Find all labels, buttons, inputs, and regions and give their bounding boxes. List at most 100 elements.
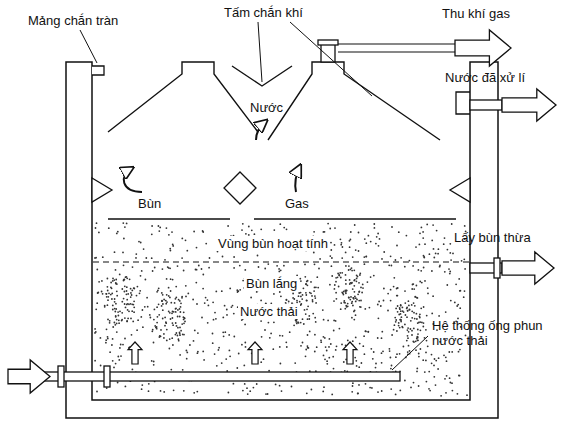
sludge-dot xyxy=(130,292,132,294)
sludge-dot xyxy=(448,351,450,353)
sludge-dot xyxy=(353,269,355,271)
sludge-dot xyxy=(358,282,360,284)
sludge-dot xyxy=(160,329,162,331)
sludge-dot xyxy=(207,299,209,301)
sludge-dot xyxy=(377,233,379,235)
sludge-dot xyxy=(162,309,164,311)
sludge-dot xyxy=(336,298,338,300)
sludge-dot xyxy=(368,235,370,237)
sludge-dot xyxy=(146,297,148,299)
sludge-dot xyxy=(156,306,158,308)
sludge-dot xyxy=(416,338,418,340)
sludge-dot xyxy=(418,269,420,271)
sludge-dot xyxy=(125,276,127,278)
sludge-dot xyxy=(313,290,315,292)
sludge-dot xyxy=(300,280,302,282)
sludge-dot xyxy=(307,280,309,282)
sludge-dot xyxy=(437,368,439,370)
sludge-dot xyxy=(185,239,187,241)
sludge-dot xyxy=(362,284,364,286)
sludge-dot xyxy=(218,347,220,349)
sludge-dot xyxy=(251,229,253,231)
sludge-dot xyxy=(95,308,97,310)
sludge-dot xyxy=(390,388,392,390)
sludge-dot xyxy=(370,276,372,278)
sludge-dot xyxy=(399,353,401,355)
sludge-dot xyxy=(156,322,158,324)
sludge-dot xyxy=(435,360,437,362)
sludge-dot xyxy=(402,310,404,312)
deflector-diamond xyxy=(224,172,256,204)
sludge-dot xyxy=(333,320,335,322)
sludge-dot xyxy=(419,244,421,246)
sludge-dot xyxy=(431,270,433,272)
sludge-dot xyxy=(111,298,113,300)
sludge-dot xyxy=(278,268,280,270)
sludge-dot xyxy=(244,383,246,385)
sludge-dot xyxy=(406,235,408,237)
sludge-dot xyxy=(444,237,446,239)
leader-line xyxy=(392,336,428,370)
sludge-dot xyxy=(348,297,350,299)
sludge-dot xyxy=(334,227,336,229)
reactor-parts xyxy=(8,22,556,418)
sludge-dot xyxy=(213,319,215,321)
sludge-dot xyxy=(179,334,181,336)
sludge-dot xyxy=(111,287,113,289)
sludge-dot xyxy=(351,317,353,319)
sludge-dot xyxy=(322,309,324,311)
sludge-dot xyxy=(123,280,125,282)
sludge-dot xyxy=(343,300,345,302)
sludge-dot xyxy=(97,292,99,294)
upflow-arrow xyxy=(128,342,142,364)
sludge-dot xyxy=(281,390,283,392)
sludge-dot xyxy=(318,268,320,270)
sludge-dot xyxy=(411,317,413,319)
sludge-dot xyxy=(242,223,244,225)
sludge-dot xyxy=(304,276,306,278)
sludge-dot xyxy=(241,344,243,346)
sludge-dot xyxy=(365,256,367,258)
sludge-dot xyxy=(369,307,371,309)
sludge-dot xyxy=(170,302,172,304)
sludge-dot xyxy=(244,324,246,326)
sludge-dot xyxy=(423,306,425,308)
sludge-dot xyxy=(115,315,117,317)
sludge-dot xyxy=(127,318,129,320)
sludge-dot xyxy=(107,336,109,338)
sludge-dot xyxy=(113,367,115,369)
sludge-dot xyxy=(177,335,179,337)
sludge-dot xyxy=(355,337,357,339)
sludge-dot xyxy=(121,301,123,303)
sludge-dot xyxy=(170,278,172,280)
sludge-dot xyxy=(105,342,107,344)
sludge-dot xyxy=(412,265,414,267)
sludge-dot xyxy=(395,319,397,321)
sludge-dot xyxy=(347,305,349,307)
sludge-dot xyxy=(193,392,195,394)
sludge-dot xyxy=(168,311,170,313)
sludge-dot xyxy=(167,266,169,268)
sludge-dot xyxy=(175,311,177,313)
sludge-dot xyxy=(341,242,343,244)
sludge-dot xyxy=(109,320,111,322)
sludge-dot xyxy=(413,382,415,384)
sludge-dot xyxy=(348,269,350,271)
sludge-dot xyxy=(334,284,336,286)
sludge-dot xyxy=(279,223,281,225)
sludge-dot xyxy=(381,258,383,260)
sludge-dot xyxy=(109,351,111,353)
upflow-arrow xyxy=(248,342,262,364)
sludge-dot xyxy=(158,303,160,305)
sludge-dot xyxy=(370,241,372,243)
sludge-dot xyxy=(433,376,435,378)
tank-wall xyxy=(66,62,498,418)
sludge-dot xyxy=(114,322,116,324)
sludge-dot xyxy=(297,321,299,323)
sludge-dot xyxy=(175,334,177,336)
sludge-dot xyxy=(196,303,198,305)
sludge-dot xyxy=(399,390,401,392)
sludge-dot xyxy=(165,300,167,302)
sludge-dot xyxy=(166,278,168,280)
sludge-dot xyxy=(137,286,139,288)
